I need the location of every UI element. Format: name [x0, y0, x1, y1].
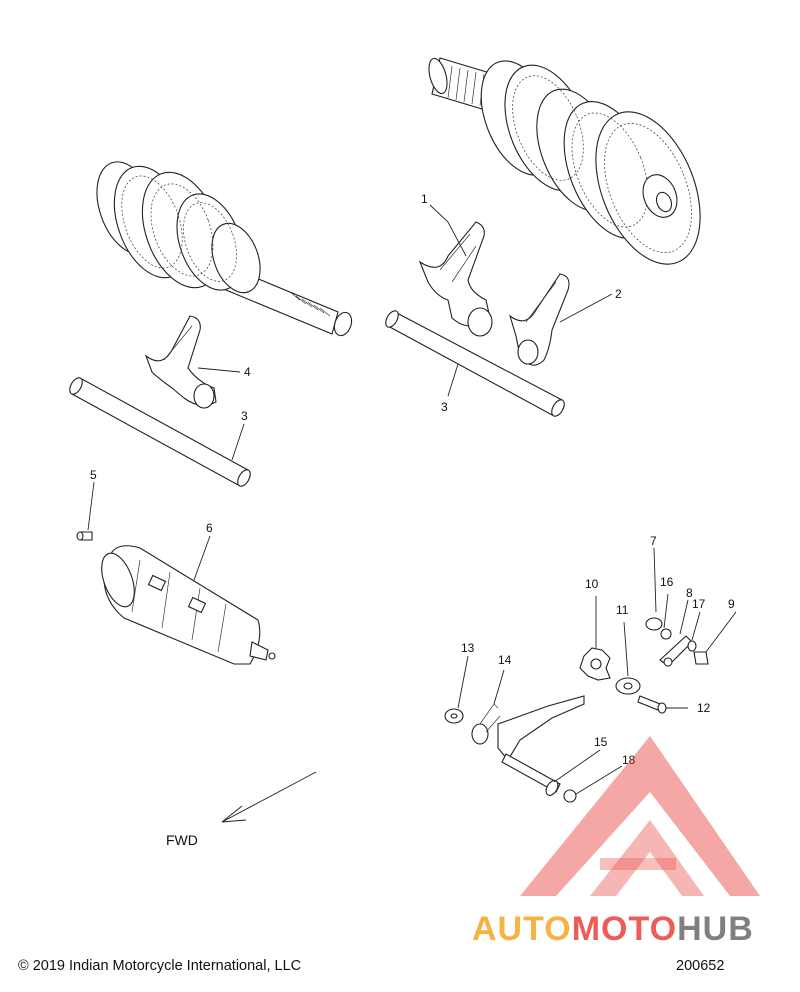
svg-text:AUTOMOTOHUB: AUTOMOTOHUB — [472, 910, 754, 948]
shift-fork-4 — [144, 315, 217, 409]
shift-hardware-cluster — [645, 617, 709, 667]
callout-9: 9 — [728, 597, 735, 611]
callout-14: 14 — [498, 653, 512, 667]
diagram-number: 200652 — [676, 958, 725, 974]
callout-2: 2 — [615, 287, 622, 301]
washer-11 — [615, 677, 641, 695]
index-star-wheel-10 — [579, 647, 611, 681]
callout-6: 6 — [206, 521, 213, 535]
fork-rod-right — [385, 310, 565, 417]
bolt-12 — [637, 695, 667, 714]
callout-numbers: 1 2 3 3 4 5 6 7 8 9 10 11 12 13 14 15 16… — [90, 192, 735, 767]
forward-direction-indicator: FWD — [166, 771, 317, 848]
fork-rod-left — [69, 377, 251, 487]
callout-15: 15 — [594, 735, 608, 749]
shift-fork-2 — [508, 273, 570, 366]
callout-7: 7 — [650, 534, 657, 548]
shift-drum-6 — [101, 545, 276, 665]
callout-5: 5 — [90, 468, 97, 482]
callout-10: 10 — [585, 577, 599, 591]
copyright-notice: © 2019 Indian Motorcycle International, … — [18, 958, 302, 974]
oring-18 — [563, 789, 577, 803]
shift-fork-1 — [418, 221, 493, 337]
callout-13: 13 — [461, 641, 475, 655]
left-gear-shaft — [96, 161, 353, 337]
watermark-text-hub: HUB — [677, 910, 754, 948]
watermark-text-moto: MOTO — [572, 910, 677, 948]
watermark-text-auto: AUTO — [472, 910, 572, 948]
fwd-label: FWD — [166, 832, 198, 848]
callout-4: 4 — [244, 365, 251, 379]
automotohub-watermark: AUTOMOTOHUB — [472, 736, 760, 948]
shift-shaft-15 — [497, 695, 585, 796]
right-gear-shaft — [428, 57, 701, 265]
callout-11: 11 — [616, 603, 629, 617]
callout-8: 8 — [686, 586, 693, 600]
washer-13 — [444, 708, 464, 724]
callout-17: 17 — [692, 597, 706, 611]
callout-3-right: 3 — [441, 400, 448, 414]
callout-3-left: 3 — [241, 409, 248, 423]
callout-1: 1 — [421, 192, 428, 206]
detent-pin-5 — [76, 531, 93, 541]
callout-12: 12 — [697, 701, 711, 715]
leader-lines — [87, 204, 737, 795]
callout-16: 16 — [660, 575, 674, 589]
callout-18: 18 — [622, 753, 636, 767]
return-spring-14 — [471, 703, 501, 745]
